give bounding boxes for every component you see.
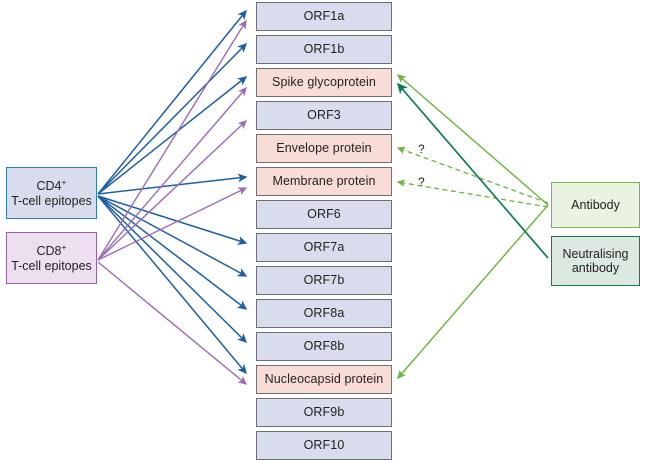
cd4-edges [97,9,248,375]
gene-box-orf7b[interactable]: ORF7b [256,266,392,295]
gene-box-orf9b[interactable]: ORF9b [256,398,392,427]
gene-box-envelope[interactable]: Envelope protein [256,134,392,163]
cd8-edges [97,19,248,385]
gene-box-nucleocapsid[interactable]: Nucleocapsid protein [256,365,392,394]
gene-box-orf7a[interactable]: ORF7a [256,233,392,262]
cd4-superscript: + [61,177,67,188]
antibody-edges [396,74,549,380]
neutralising-antibody-label-line2: antibody [571,261,620,275]
cd8-label-line2: T-cell epitopes [11,258,92,273]
neutralising-antibody-box[interactable]: Neutralising antibody [551,236,640,286]
gene-box-orf1a[interactable]: ORF1a [256,2,392,31]
antibody-box[interactable]: Antibody [551,182,640,228]
gene-box-orf8b[interactable]: ORF8b [256,332,392,361]
neutralising-antibody-edges [396,82,549,259]
gene-box-orf10[interactable]: ORF10 [256,431,392,460]
cd8-t-cell-epitopes-box[interactable]: CD8+ T-cell epitopes [6,232,97,284]
gene-box-orf1b[interactable]: ORF1b [256,35,392,64]
gene-box-orf8a[interactable]: ORF8a [256,299,392,328]
uncertainty-marker-envelope: ? [418,142,425,156]
cd4-label-line2: T-cell epitopes [11,193,92,208]
cd8-superscript: + [61,242,67,253]
uncertainty-marker-membrane: ? [418,175,425,189]
antibody-label: Antibody [571,197,620,212]
gene-box-membrane[interactable]: Membrane protein [256,167,392,196]
cd8-label-line1: CD8+ [36,242,67,259]
cd4-label-line1: CD4+ [36,177,67,194]
cd4-t-cell-epitopes-box[interactable]: CD4+ T-cell epitopes [6,167,97,219]
neutralising-antibody-label-line1: Neutralising [562,246,629,261]
gene-box-orf6[interactable]: ORF6 [256,200,392,229]
gene-box-orf3[interactable]: ORF3 [256,101,392,130]
gene-box-spike[interactable]: Spike glycoprotein [256,68,392,97]
